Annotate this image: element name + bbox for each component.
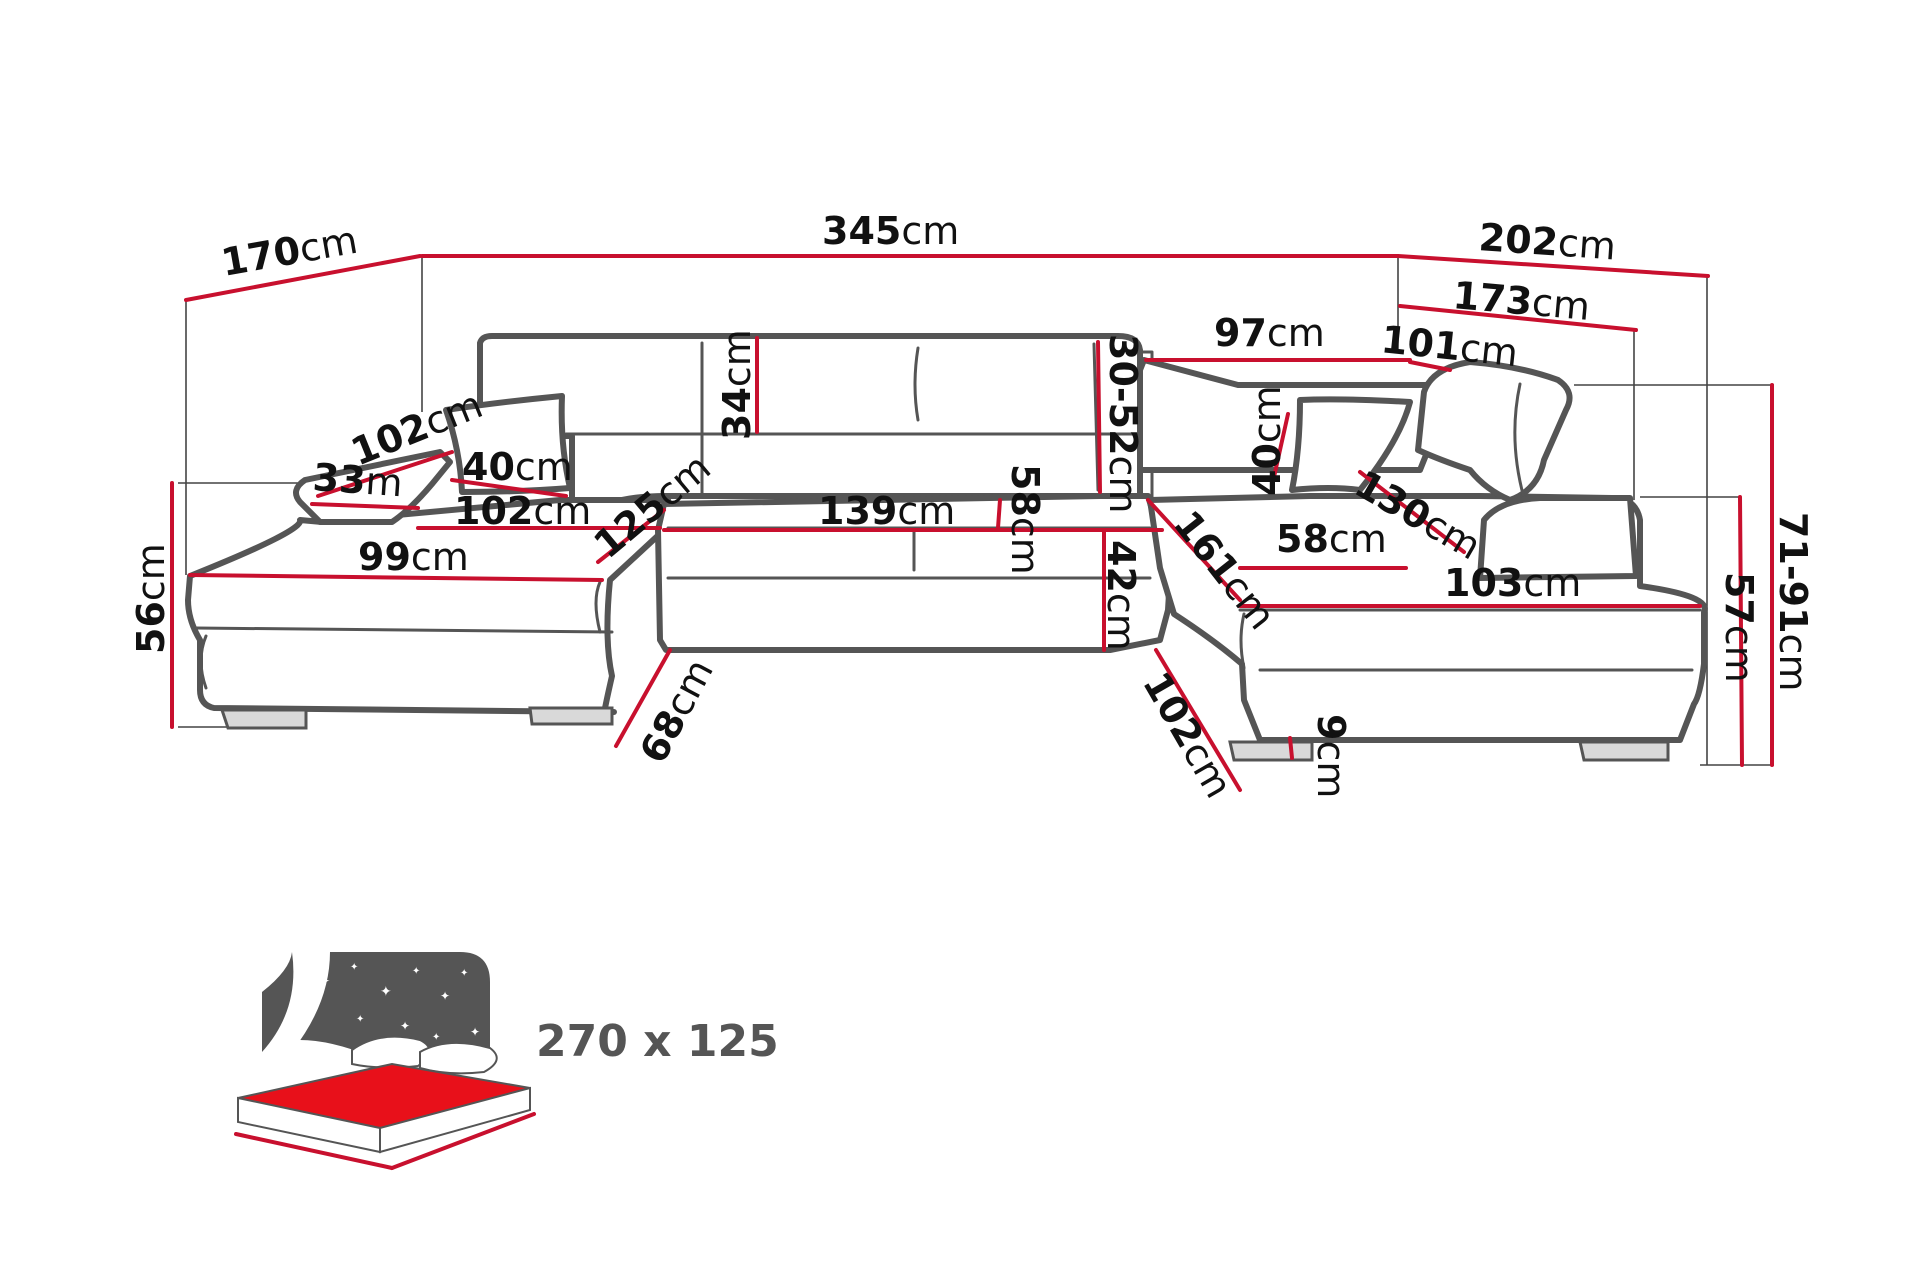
dim-label-42: 42cm (1099, 540, 1143, 651)
leg (1578, 740, 1670, 762)
right-pillow (1289, 396, 1413, 493)
dim-label-173: 173cm (1451, 273, 1592, 329)
left-pillow (443, 393, 573, 495)
leg (219, 708, 308, 730)
dim-label-139: 139cm (818, 489, 955, 533)
dim-label-68: 68cm (631, 652, 722, 770)
dim-label-345: 345cm (822, 209, 959, 253)
sleeping-function-icon: ✦ ✦ ✦ ✦ ✦ ✦ ✦ ✦ ✦ ✦ ✦ ✦ (234, 952, 536, 1170)
left-chaise (185, 497, 674, 717)
dim-label-58-right: 58cm (1276, 517, 1387, 561)
dim-label-40-right: 40cm (1245, 385, 1289, 496)
svg-text:✦: ✦ (306, 1003, 313, 1012)
svg-text:✦: ✦ (350, 962, 358, 973)
dim-label-58-middle: 58cm (1003, 464, 1047, 575)
dim-label-56: 56cm (129, 543, 173, 654)
svg-text:✦: ✦ (440, 989, 450, 1003)
dim-label-34: 34cm (715, 329, 759, 440)
dim-label-57: 57cm (1717, 572, 1761, 683)
dim-label-30-52: 30-52cm (1101, 334, 1145, 513)
dim-label-102-seat: 102cm (454, 489, 591, 533)
dim-label-33: 33m (311, 455, 404, 505)
stars: ✦ ✦ ✦ ✦ ✦ ✦ ✦ ✦ ✦ ✦ ✦ ✦ (280, 962, 480, 1043)
leg (528, 706, 614, 726)
svg-text:✦: ✦ (412, 966, 420, 977)
svg-text:✦: ✦ (432, 1032, 440, 1043)
svg-text:✦: ✦ (400, 1019, 410, 1033)
svg-text:✦: ✦ (280, 1022, 288, 1033)
dimension-lines (170, 254, 1774, 792)
svg-text:✦: ✦ (380, 984, 392, 1000)
right-armrest (1477, 495, 1639, 581)
svg-text:✦: ✦ (320, 974, 330, 988)
dim-label-99: 99cm (358, 535, 469, 579)
dim-label-71-91: 71-91cm (1771, 512, 1815, 691)
dim-label-40-left: 40cm (462, 445, 573, 489)
extent-guides (178, 256, 1774, 766)
leg (1228, 740, 1314, 762)
right-headrest (1415, 359, 1573, 503)
dimension-labels: 170cm 345cm 202cm 173cm 97cm 101cm 34cm … (129, 209, 1815, 805)
dim-label-102-leg: 102cm (1134, 665, 1241, 806)
svg-text:✦: ✦ (460, 968, 468, 979)
svg-text:✦: ✦ (356, 1014, 364, 1025)
dim-label-103: 103cm (1444, 561, 1581, 605)
svg-text:✦: ✦ (470, 1025, 480, 1039)
bed-size-label: 270 x 125 (536, 1016, 779, 1067)
dim-label-9: 9cm (1309, 714, 1353, 798)
dim-label-97: 97cm (1214, 311, 1325, 355)
dim-label-170: 170cm (218, 218, 361, 285)
dim-label-202: 202cm (1477, 215, 1617, 268)
dim-label-101: 101cm (1379, 317, 1520, 375)
